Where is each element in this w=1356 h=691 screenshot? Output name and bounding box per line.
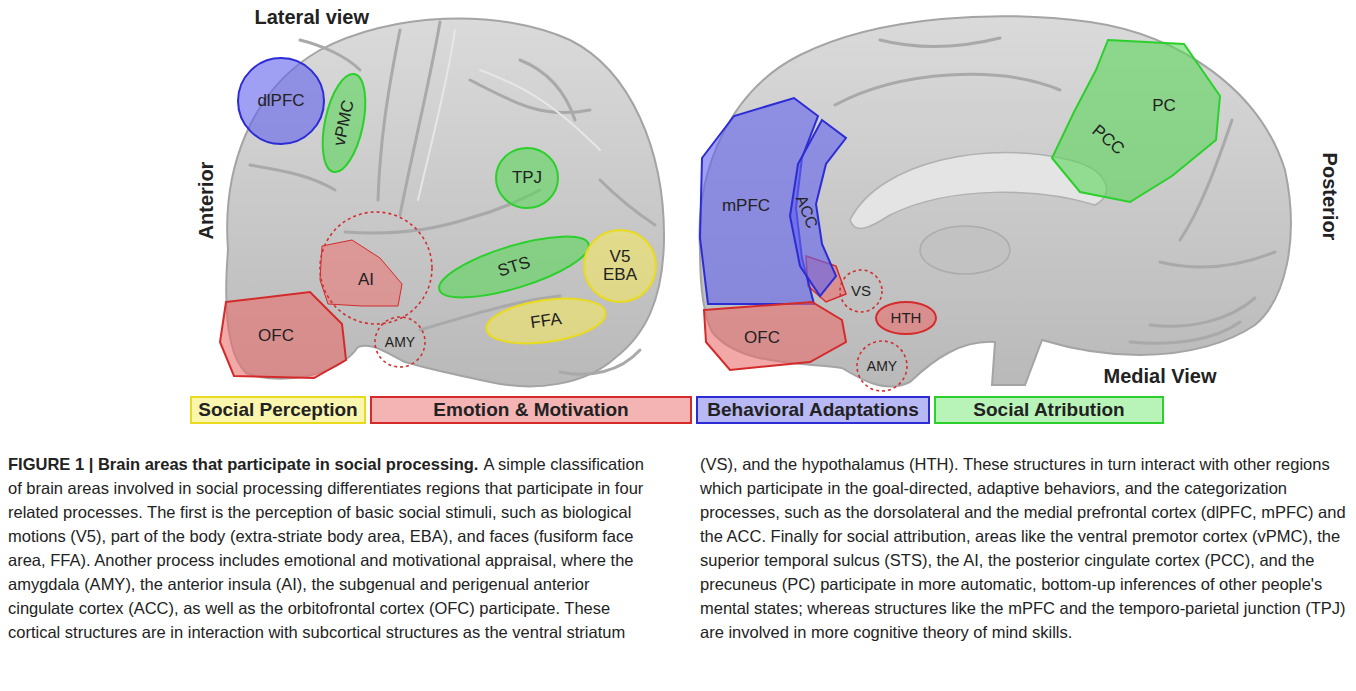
dotted-outline	[857, 341, 907, 391]
direction-label: Anterior	[195, 161, 218, 239]
sulcus	[250, 165, 335, 190]
thalamus	[920, 226, 1010, 274]
legend-swatch: Social Atribution	[934, 396, 1164, 424]
sulcus	[880, 38, 1000, 47]
brain-region: FFA	[484, 296, 608, 346]
region-shape	[238, 58, 324, 144]
region-label: mPFC	[722, 197, 770, 215]
brain-region: dlPFC	[236, 56, 326, 146]
region-shape	[704, 302, 846, 370]
sulcus	[520, 60, 575, 120]
brain-region: AMY	[856, 340, 908, 392]
region-label: OFC	[744, 329, 780, 347]
region-shape	[433, 224, 594, 310]
legend-text: Social Perception	[198, 399, 357, 421]
brain-region: V5 EBA	[582, 228, 658, 304]
legend-text: Emotion & Motivation	[433, 399, 628, 421]
brain-region: OFC	[700, 300, 850, 372]
figure-caption: FIGURE 1 | Brain areas that participate …	[8, 452, 1348, 644]
medial-gyri	[835, 38, 1275, 343]
region-outline	[318, 210, 434, 326]
brain-region: vPMC	[318, 70, 370, 176]
lateral-brain	[226, 18, 664, 386]
direction-label: Posterior	[1318, 152, 1341, 240]
gyrus-highlight	[418, 30, 455, 200]
brain-region: STS	[434, 232, 594, 302]
view-label: Medial View	[1104, 365, 1217, 388]
brain-region: HTH	[874, 300, 938, 336]
region-label: AMY	[867, 359, 897, 374]
sulcus	[378, 30, 400, 200]
sulcus	[560, 350, 640, 374]
brain-region: AMY	[374, 316, 426, 368]
legend-swatch: Emotion & Motivation	[370, 396, 692, 424]
region-shape	[320, 240, 402, 306]
region-shape	[315, 70, 373, 176]
legend-swatch: Social Perception	[190, 396, 366, 424]
region-shape	[790, 120, 846, 296]
region-shape	[1052, 40, 1220, 202]
dotted-outline	[840, 270, 882, 312]
brain-region: TPJ	[494, 146, 560, 210]
brain-region: ACC	[786, 120, 848, 298]
region-label: VS	[851, 283, 871, 299]
sulcus	[300, 40, 360, 70]
sulcus	[470, 80, 590, 113]
legend-text: Behavioral Adaptations	[707, 399, 919, 421]
region-label: TPJ	[512, 169, 542, 187]
caption-text: A simple classification of brain areas i…	[8, 455, 1346, 641]
region-label: HTH	[891, 310, 922, 326]
region-shape	[584, 230, 656, 302]
brain-region: OFC	[218, 290, 348, 380]
legend-text: Social Atribution	[973, 399, 1124, 421]
region-label: V5 EBA	[598, 248, 642, 284]
region-shape	[220, 292, 346, 378]
brain-region: AI	[318, 210, 434, 326]
region-label: OFC	[258, 327, 294, 345]
sulcus	[1130, 322, 1240, 343]
region-label: AMY	[385, 335, 415, 350]
brain-region: PCPCC	[1050, 40, 1222, 208]
region-shape	[496, 148, 558, 208]
view-label: Lateral view	[255, 6, 370, 29]
sulcus	[400, 22, 440, 215]
sulcus	[835, 74, 1060, 105]
caption-heading: FIGURE 1 | Brain areas that participate …	[8, 455, 478, 473]
sulcus	[600, 180, 655, 225]
sulcus	[1160, 252, 1275, 267]
region-label: AI	[358, 271, 374, 289]
legend-swatch: Behavioral Adaptations	[696, 396, 930, 424]
brain-region: VS	[838, 268, 884, 314]
region-shape	[876, 302, 936, 334]
region-label: PC	[1152, 97, 1176, 115]
region-shape	[484, 292, 609, 350]
region-label: dlPFC	[257, 92, 304, 110]
medial-brain	[700, 16, 1291, 386]
dotted-outline	[375, 317, 425, 367]
region-outline	[1050, 40, 1222, 208]
gyrus-highlight	[480, 70, 600, 150]
dotted-outline	[320, 212, 432, 324]
